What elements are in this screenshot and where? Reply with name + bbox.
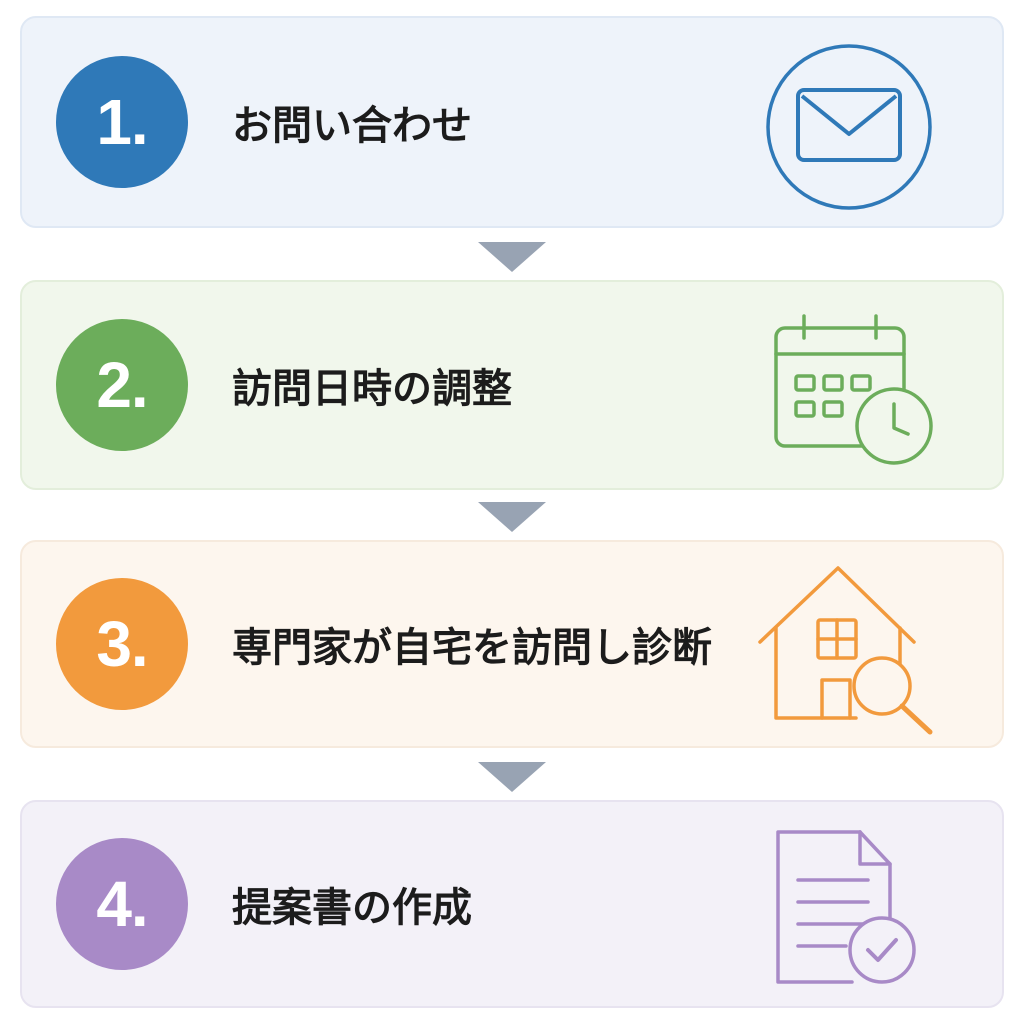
step-number-badge-1: 1.: [56, 56, 188, 188]
step-label-4: 提案書の作成: [232, 885, 472, 931]
step-card-4: 4. 提案書の作成: [20, 800, 1004, 1008]
flow-arrow-3: [478, 762, 546, 792]
step-number-badge-3: 3.: [56, 578, 188, 710]
step-card-1: 1. お問い合わせ: [20, 16, 1004, 228]
step-card-2: 2. 訪問日時の調整: [20, 280, 1004, 490]
calendar-clock-icon: [774, 314, 933, 465]
mail-icon: [766, 44, 932, 210]
step-number-badge-2: 2.: [56, 319, 188, 451]
step-label-2: 訪問日時の調整: [232, 366, 512, 412]
step-label-3: 専門家が自宅を訪問し診断: [232, 625, 712, 671]
step-label-1: お問い合わせ: [232, 103, 472, 149]
flow-arrow-1: [478, 242, 546, 272]
flow-arrow-2: [478, 502, 546, 532]
document-check-icon: [776, 830, 916, 984]
step-number-badge-4: 4.: [56, 838, 188, 970]
house-search-icon: [758, 566, 933, 735]
step-card-3: 3. 専門家が自宅を訪問し診断: [20, 540, 1004, 748]
